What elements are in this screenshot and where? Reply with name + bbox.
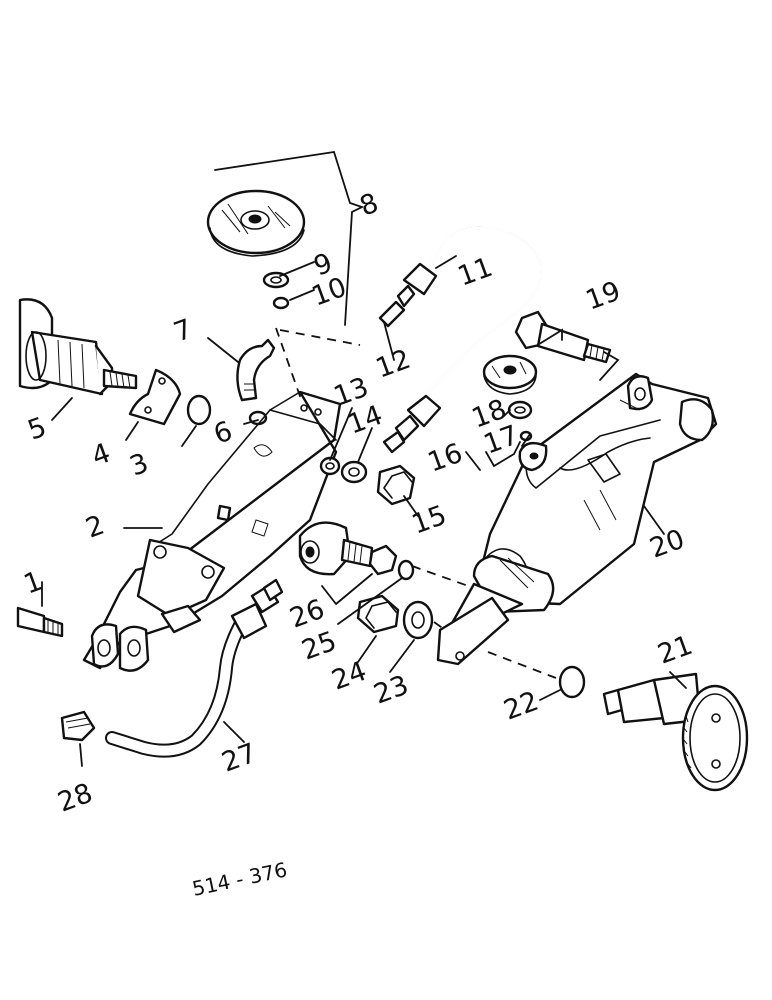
part-7-elbow-fitting <box>236 338 276 402</box>
part-26-elbow-connector <box>298 521 374 576</box>
callout-25: 25 <box>298 626 341 667</box>
callout-6: 6 <box>210 416 237 451</box>
callout-19: 19 <box>582 276 625 317</box>
callout-12: 12 <box>372 344 415 385</box>
callout-24: 24 <box>328 656 371 697</box>
part-15-hex-nut <box>376 464 416 506</box>
callout-11: 11 <box>454 252 497 293</box>
callout-20: 20 <box>646 524 689 565</box>
part-20-cylinder-assembly <box>436 372 718 666</box>
alignment-line-7 <box>275 327 303 403</box>
part-3-o-ring <box>186 394 212 426</box>
callout-4: 4 <box>88 438 115 473</box>
part-10-seal <box>272 296 290 310</box>
callout-21: 21 <box>654 630 697 671</box>
part-23-washer <box>402 600 434 640</box>
callout-8: 8 <box>356 188 383 223</box>
part-25-o-ring <box>397 559 415 581</box>
part-5-pivot-shaft <box>18 298 138 396</box>
leader-lines <box>41 255 687 767</box>
callout-27: 27 <box>218 738 261 779</box>
part-14-washer <box>340 460 368 484</box>
part-1-pin <box>16 606 64 638</box>
part-24-hex-nut <box>356 594 400 634</box>
part-4-bracket-plate <box>128 368 182 426</box>
part-18-ring <box>507 400 533 420</box>
part-11-hydraulic-pipe <box>378 224 543 454</box>
part-22-o-ring <box>558 665 586 699</box>
callout-5: 5 <box>24 412 51 447</box>
drawing-reference-code: 514 - 376 <box>190 857 289 900</box>
part-25-nut <box>368 544 398 576</box>
alignment-line-23 <box>433 621 449 633</box>
part-9-washer <box>262 271 290 289</box>
callout-28: 28 <box>54 778 97 819</box>
part-16-top-disk <box>482 354 538 395</box>
callout-7: 7 <box>170 314 197 349</box>
callout-16: 16 <box>424 438 467 479</box>
part-2-lift-rod-body <box>82 390 342 672</box>
callout-2: 2 <box>82 510 109 545</box>
callout-10: 10 <box>308 272 351 313</box>
part-8-cover-disk <box>206 189 306 257</box>
alignment-line-12 <box>279 329 361 346</box>
alignment-line-26 <box>411 565 475 589</box>
leader-8 <box>214 150 365 326</box>
part-28-plug <box>60 710 96 742</box>
part-21-adjusting-knob <box>602 672 749 792</box>
callout-23: 23 <box>370 670 413 711</box>
part-19-bolt <box>514 310 612 364</box>
alignment-line-22 <box>487 651 557 679</box>
callout-15: 15 <box>408 500 451 541</box>
callout-3: 3 <box>126 448 153 483</box>
part-27-bent-tube <box>105 578 284 758</box>
callout-22: 22 <box>500 686 543 727</box>
